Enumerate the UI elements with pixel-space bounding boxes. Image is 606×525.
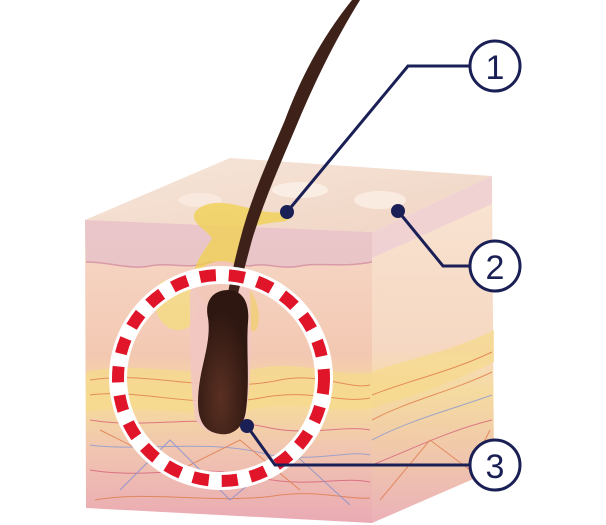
skin-right-face: [372, 176, 494, 523]
callout-leaders: [245, 64, 470, 467]
callout-3: 3: [468, 438, 522, 492]
callout-dot-1: [280, 205, 294, 219]
hair-strand: [198, 0, 360, 435]
callout-1-number: 1: [486, 49, 505, 87]
leader-line-2: [396, 210, 470, 268]
hair-bulb: [198, 290, 249, 435]
callout-1: 1: [468, 39, 522, 93]
leader-line-1: [285, 64, 470, 213]
callout-2: 2: [468, 239, 522, 293]
callout-2-number: 2: [486, 249, 505, 287]
callout-dot-3: [240, 419, 254, 433]
callout-3-number: 3: [486, 448, 505, 486]
leader-line-3: [245, 425, 470, 467]
callout-dot-2: [391, 204, 405, 218]
